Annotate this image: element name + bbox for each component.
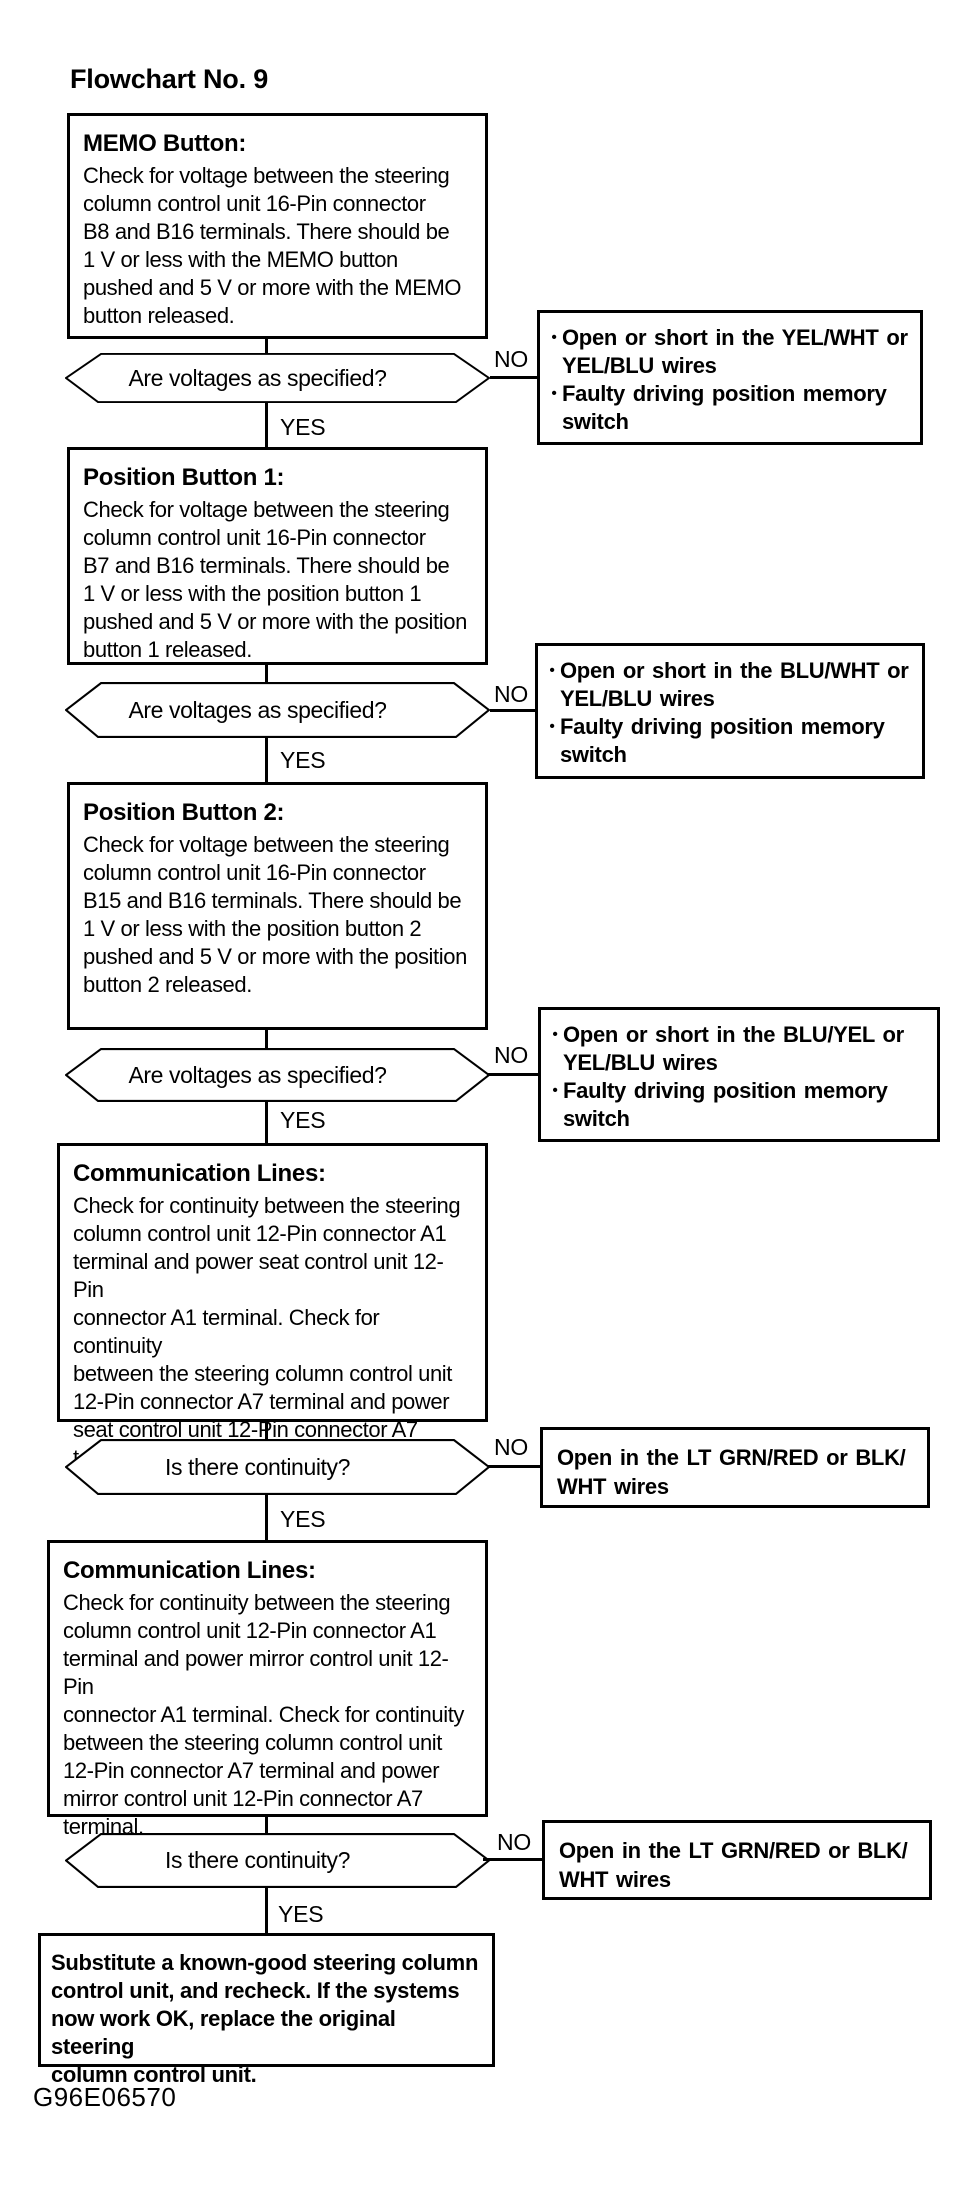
page-title: Flowchart No. 9 [70, 64, 269, 94]
result-box-5: Open in the LT GRN/RED or BLK/ WHT wires [542, 1820, 932, 1900]
result-text: Open in the LT GRN/RED or BLK/ WHT wires [557, 1445, 906, 1499]
decision-question: Are voltages as specified? [128, 1061, 387, 1088]
yes-label: YES [280, 414, 326, 440]
hexagon-shape [65, 1833, 490, 1888]
bullet-icon: • [549, 662, 555, 679]
decision-voltages-2: Are voltages as specified? [65, 682, 490, 738]
process-box-title: MEMO Button: [83, 130, 247, 157]
connector-line [265, 1102, 268, 1145]
result-item: • Faulty driving position memory switch [547, 1077, 929, 1133]
process-box-memo-button: MEMO Button: Check for voltage between t… [67, 113, 488, 339]
bullet-icon: • [549, 718, 555, 735]
decision-continuity-2: Is there continuity? [65, 1833, 490, 1888]
process-box-communication-lines-seat: Communication Lines: Check for continuit… [57, 1143, 488, 1470]
yes-label: YES [280, 1506, 326, 1532]
bullet-icon: • [551, 329, 557, 346]
connector-line [265, 1030, 268, 1048]
result-box-4: Open in the LT GRN/RED or BLK/ WHT wires [540, 1427, 930, 1508]
result-item: • Open or short in the BLU/WHT or YEL/BL… [544, 657, 914, 713]
process-box-body: Check for continuity between the steerin… [63, 1590, 465, 1839]
no-label: NO [497, 1829, 532, 1855]
yes-label: YES [280, 747, 326, 773]
process-box-title: Position Button 1: [83, 464, 285, 491]
result-box-3: • Open or short in the BLU/YEL or YEL/BL… [538, 1007, 940, 1142]
result-box-2: • Open or short in the BLU/WHT or YEL/BL… [535, 643, 925, 779]
process-box-body: Check for voltage between the steering c… [83, 832, 467, 997]
hexagon-shape [65, 353, 490, 403]
process-box-body: Check for voltage between the steering c… [83, 163, 462, 328]
final-action-text: Substitute a known-good steering column … [51, 1950, 479, 2087]
figure-code: G96E06570 [33, 2082, 177, 2112]
process-box-position-button-2: Position Button 2: Check for voltage bet… [67, 782, 488, 1030]
result-item: • Open or short in the BLU/YEL or YEL/BL… [547, 1021, 929, 1077]
decision-voltages-1: Are voltages as specified? [65, 353, 490, 403]
decision-continuity-1: Is there continuity? [65, 1439, 490, 1495]
decision-question: Are voltages as specified? [128, 696, 387, 723]
bullet-icon: • [552, 1026, 558, 1043]
yes-label: YES [280, 1107, 326, 1133]
process-box-title: Communication Lines: [73, 1160, 326, 1187]
hexagon-shape [65, 682, 490, 738]
process-box-title: Position Button 2: [83, 799, 285, 826]
no-label: NO [494, 681, 529, 707]
yes-label: YES [278, 1901, 324, 1927]
process-box-title: Communication Lines: [63, 1557, 316, 1584]
connector-line [265, 665, 268, 682]
no-label: NO [494, 346, 529, 372]
bullet-icon: • [552, 1082, 558, 1099]
bullet-icon: • [551, 385, 557, 402]
process-box-communication-lines-mirror: Communication Lines: Check for continuit… [47, 1540, 488, 1839]
connector-line [487, 1073, 538, 1076]
result-item: • Faulty driving position memory switch [544, 713, 914, 769]
connector-line [490, 709, 535, 712]
connector-line [265, 1888, 268, 1933]
hexagon-shape [65, 1048, 490, 1102]
connector-line [265, 1495, 268, 1540]
decision-voltages-3: Are voltages as specified? [65, 1048, 490, 1102]
connector-line [265, 339, 268, 353]
process-box-body: Check for voltage between the steering c… [83, 497, 467, 662]
connector-line [488, 1465, 540, 1468]
hexagon-shape [65, 1439, 490, 1495]
decision-question: Are voltages as specified? [128, 364, 387, 391]
decision-question: Is there continuity? [164, 1453, 351, 1480]
result-text: Open in the LT GRN/RED or BLK/ WHT wires [559, 1838, 908, 1892]
decision-question: Is there continuity? [164, 1847, 351, 1873]
process-box-body: Check for continuity between the steerin… [73, 1193, 461, 1470]
result-box-1: • Open or short in the YEL/WHT or YEL/BL… [537, 310, 923, 445]
connector-line [483, 1858, 542, 1861]
connector-line [490, 376, 537, 379]
final-action-box: Substitute a known-good steering column … [38, 1933, 495, 2087]
result-item: • Open or short in the YEL/WHT or YEL/BL… [546, 324, 912, 380]
connector-line [265, 738, 268, 782]
connector-line [265, 1817, 268, 1833]
connector-line [265, 403, 268, 447]
connector-line [265, 1422, 268, 1439]
no-label: NO [494, 1434, 529, 1460]
process-box-position-button-1: Position Button 1: Check for voltage bet… [67, 447, 488, 665]
result-item: • Faulty driving position memory switch [546, 380, 912, 436]
no-label: NO [494, 1042, 529, 1068]
